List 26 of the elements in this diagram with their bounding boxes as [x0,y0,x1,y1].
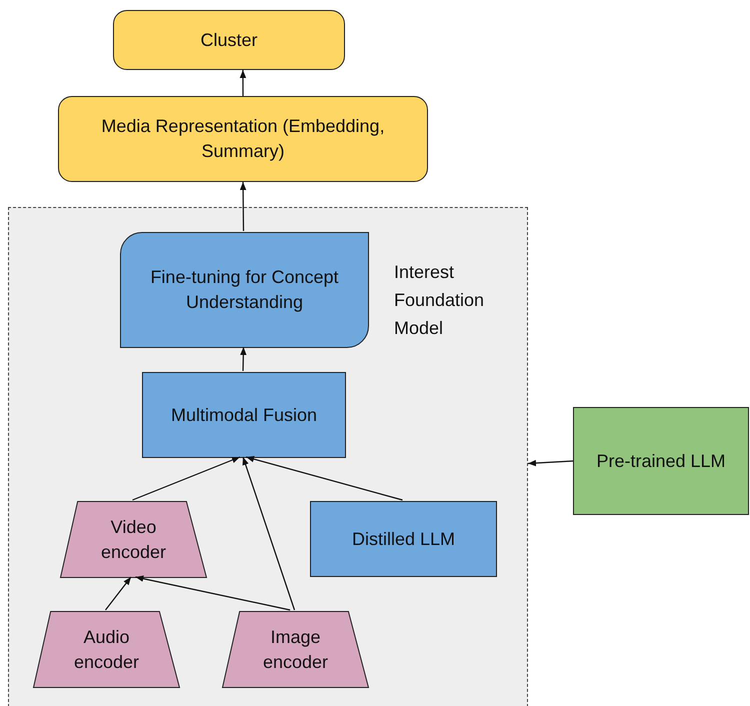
arrow [240,70,246,96]
arrow [105,576,132,610]
node-label: Audio encoder [72,626,140,674]
process-box [310,501,497,577]
arrow [242,456,296,610]
cluster-box [113,10,345,70]
process-box [142,372,346,458]
arrow [132,456,240,501]
node-label: Pre-trained LLM [596,450,726,472]
node-label: Distilled LLM [352,528,456,550]
process-box [58,96,428,182]
arrow [135,576,290,611]
arrow [246,456,403,501]
node-label: Video encoder [100,516,168,564]
process-box [573,407,749,515]
node-label: Multimodal Fusion [170,404,318,426]
arrow [240,346,247,372]
arrow [528,460,574,466]
group-container [8,207,528,706]
node-label: Image encoder [262,626,330,674]
arrow [240,182,246,231]
node-label: Cluster [200,28,258,52]
node-label: Media Representation (Embedding, Summary) [100,115,386,163]
node-label: Fine-tuning for Concept Understanding [149,266,340,314]
group-label: Interest Foundation Model [394,261,486,340]
process-box [120,232,369,348]
